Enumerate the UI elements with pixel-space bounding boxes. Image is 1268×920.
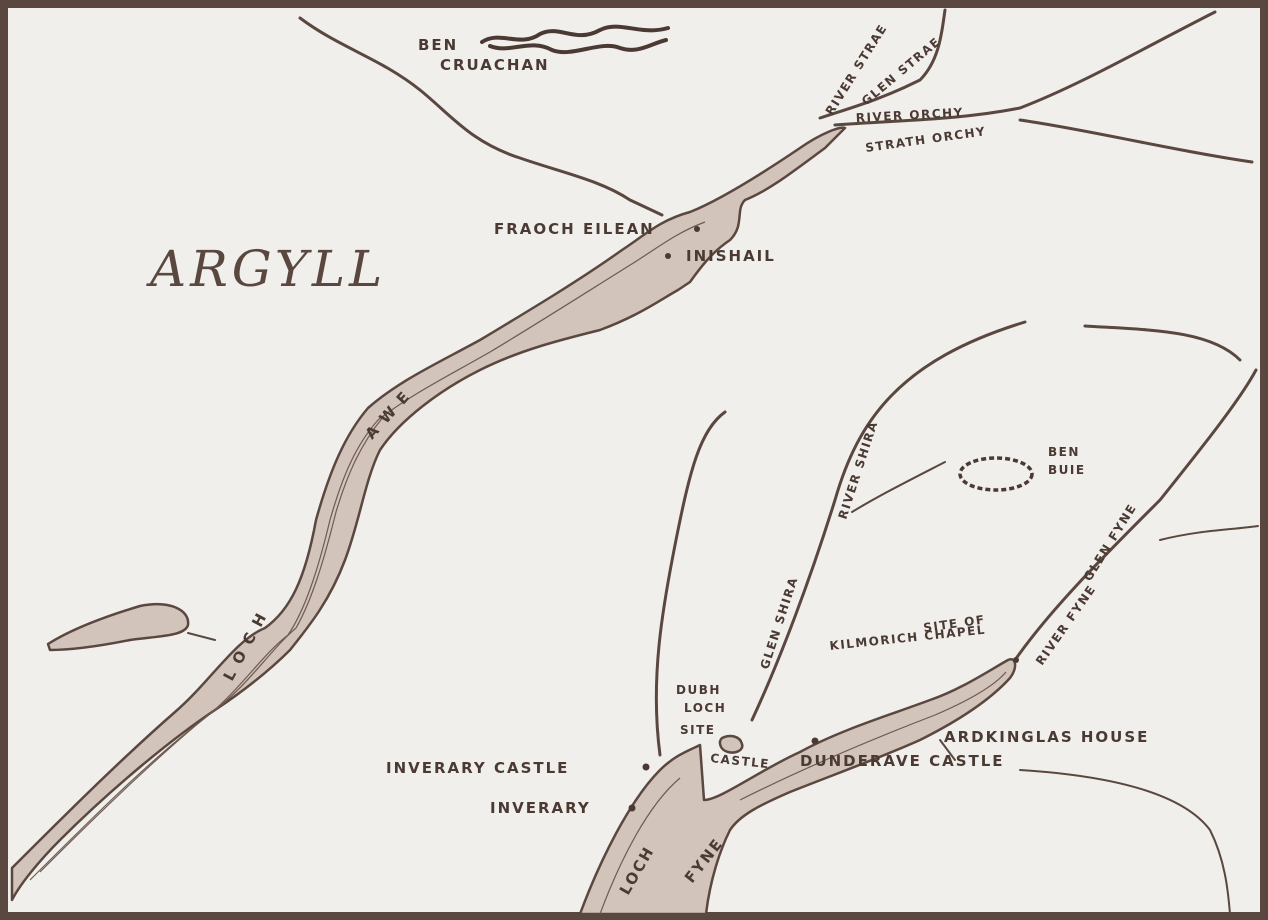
label-ardkinglas: ARDKINGLAS HOUSE xyxy=(944,728,1149,746)
label-dubh-loch-1: DUBH xyxy=(676,683,721,697)
region-label: ARGYLL xyxy=(146,240,386,298)
label-ben-buie-1: BEN xyxy=(1048,445,1080,459)
loch-awe xyxy=(10,126,847,902)
label-dunderave: DUNDERAVE CASTLE xyxy=(800,752,1005,770)
label-ben-cruachan-1: BEN xyxy=(418,36,458,54)
dubh-loch xyxy=(718,734,744,754)
western-loch xyxy=(46,603,190,652)
label-inishail: INISHAIL xyxy=(686,247,776,265)
label-dubh-loch-2: LOCH xyxy=(684,701,726,715)
ben-buie-mountain xyxy=(958,456,1034,492)
label-site: SITE xyxy=(680,723,716,737)
label-inverary-castle: INVERARY CASTLE xyxy=(386,759,569,777)
label-ben-buie-2: BUIE xyxy=(1048,463,1086,477)
ben-cruachan-mountain xyxy=(480,24,670,55)
label-ben-cruachan-2: CRUACHAN xyxy=(440,56,550,74)
label-river-orchy: RIVER ORCHY xyxy=(855,105,964,125)
location-markers xyxy=(628,226,1019,812)
label-castle: CASTLE xyxy=(710,751,771,771)
label-inverary: INVERARY xyxy=(490,799,591,817)
loch-fyne xyxy=(578,657,1017,916)
label-fraoch-eilean: FRAOCH EILEAN xyxy=(494,220,655,238)
rivers xyxy=(187,8,1259,915)
